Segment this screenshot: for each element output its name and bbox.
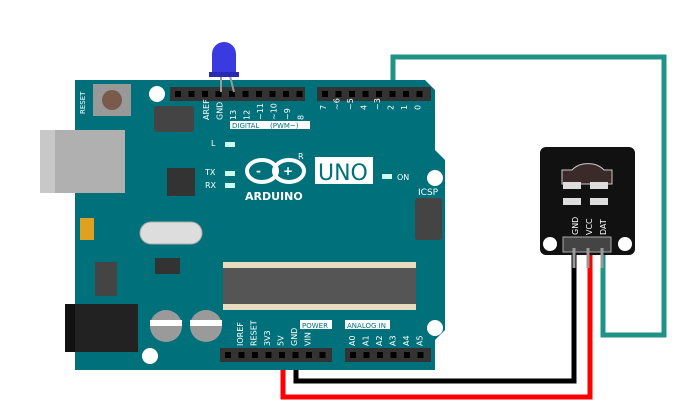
power-pin-label: VIN [304, 332, 313, 346]
sensor-module: GND VCC DAT [540, 147, 635, 268]
pin-hole[interactable] [376, 91, 382, 97]
pin-hole[interactable] [215, 91, 222, 97]
digital-pin-label: ~11 [256, 103, 265, 120]
brand-label: ARDUINO [245, 190, 303, 203]
wire-power [280, 250, 593, 400]
pin-hole[interactable] [363, 352, 370, 358]
digital-pin-label: ~3 [373, 98, 382, 110]
pin-hole[interactable] [175, 91, 181, 97]
led-l-label: L [211, 139, 216, 148]
svg-text:-: - [256, 164, 261, 178]
power-label: POWER [302, 322, 328, 330]
analog-pin-label: A3 [389, 335, 398, 346]
pin-hole[interactable] [242, 91, 249, 97]
pin-hole[interactable] [389, 91, 396, 97]
usb-chip [167, 168, 195, 196]
power-header [220, 348, 332, 362]
model-label: UNO [318, 161, 368, 186]
digital-pin-label: 12 [243, 110, 252, 120]
pin-hole[interactable] [225, 352, 231, 358]
pin-hole[interactable] [238, 352, 245, 358]
pin-hole[interactable] [252, 352, 258, 358]
pin-hole[interactable] [417, 352, 424, 358]
digital-pin-label: 13 [229, 110, 238, 120]
led-on-label: ON [397, 173, 409, 182]
pin-hole[interactable] [416, 91, 423, 97]
pin-hole[interactable] [403, 91, 409, 97]
digital-pin-label: GND [216, 102, 225, 120]
led-rx-label: RX [205, 181, 217, 190]
digital-pin-label: AREF [202, 99, 211, 120]
crystal [139, 221, 203, 245]
pin-hole[interactable] [349, 91, 355, 97]
pin-hole[interactable] [350, 352, 356, 358]
digital-pin-label: 4 [360, 105, 369, 110]
power-pin-label: 5V [277, 335, 286, 346]
pin-hole[interactable] [256, 91, 262, 97]
pin-hole[interactable] [404, 352, 410, 358]
analog-label: ANALOG IN [347, 322, 386, 330]
sensor-pin-label: DAT [599, 219, 608, 235]
pin-hole[interactable] [306, 352, 312, 358]
blue-led [209, 42, 239, 93]
icsp-label: ICSP [418, 188, 439, 198]
atmega-chip [223, 262, 416, 310]
digital-pin-label: ~10 [270, 103, 279, 120]
digital-pin-label: 8 [297, 115, 306, 120]
power-pin-label: IOREF [236, 322, 245, 346]
analog-pin-label: A5 [416, 335, 425, 346]
pin-hole[interactable] [269, 91, 276, 97]
led-tx-label: TX [204, 168, 216, 177]
digital-pin-label: 0 [414, 105, 423, 110]
analog-pin-label: A0 [348, 335, 357, 346]
digital-header-right [317, 87, 431, 101]
digital-label: DIGITAL [232, 122, 259, 130]
sensor-pin-label: VCC [585, 218, 594, 235]
analog-pin-label: A1 [362, 335, 371, 346]
pin-hole[interactable] [265, 352, 272, 358]
pin-hole[interactable] [390, 352, 397, 358]
pin-hole[interactable] [362, 91, 369, 97]
wire-signal [390, 54, 667, 338]
arduino-board: RESET ICSP - + R ARDUINO UNO L TX RX ON [40, 80, 445, 370]
reset-label: RESET [79, 91, 87, 114]
pin-hole[interactable] [283, 91, 289, 97]
digital-pin-label: 1 [400, 105, 409, 110]
power-pin-label: GND [290, 328, 299, 346]
pin-hole[interactable] [296, 91, 303, 97]
power-pin-label: 3V3 [263, 330, 272, 346]
pin-hole[interactable] [229, 91, 235, 97]
pin-hole[interactable] [279, 352, 285, 358]
pin-hole[interactable] [292, 352, 299, 358]
digital-pin-label: ~5 [346, 98, 355, 110]
sensor-pin-label: GND [571, 217, 580, 235]
analog-pin-label: A2 [375, 335, 384, 346]
power-jack [65, 304, 138, 352]
svg-text:+: + [283, 164, 293, 178]
svg-text:R: R [298, 152, 304, 161]
pwm-label: (PWM~) [270, 122, 299, 130]
pin-hole[interactable] [202, 91, 208, 97]
digital-pin-label: 2 [387, 105, 396, 110]
power-pin-label: RESET [250, 320, 259, 346]
pin-hole[interactable] [335, 91, 342, 97]
pin-hole[interactable] [322, 91, 328, 97]
analog-header [345, 348, 431, 362]
digital-pin-label: ~9 [283, 108, 292, 120]
pin-hole[interactable] [319, 352, 326, 358]
digital-header-left [170, 87, 305, 101]
digital-pin-label: 7 [319, 105, 328, 110]
analog-pin-label: A4 [402, 335, 411, 346]
pin-hole[interactable] [188, 91, 195, 97]
digital-pin-label: ~6 [333, 98, 342, 110]
pin-hole[interactable] [377, 352, 383, 358]
arduino-logo: - + R [245, 152, 306, 184]
